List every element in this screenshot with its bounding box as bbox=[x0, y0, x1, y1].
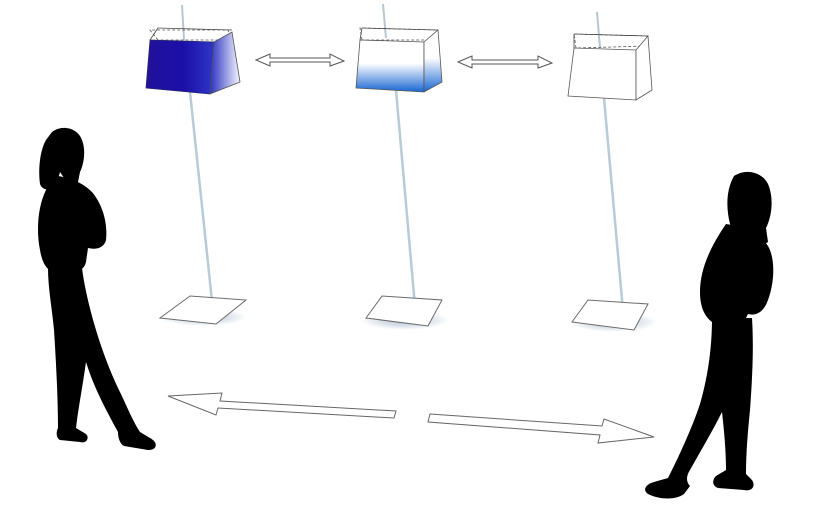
lamp-2 bbox=[355, 3, 449, 330]
lamp-2-base bbox=[365, 295, 443, 327]
lamp-3-pole bbox=[602, 97, 626, 323]
lamp-2-shade bbox=[355, 27, 443, 93]
right-arrow-icon bbox=[427, 413, 655, 444]
lamp-3-top-rod bbox=[596, 11, 601, 49]
lamp-2-pole bbox=[394, 89, 418, 319]
lamp-3-base bbox=[571, 299, 649, 331]
lamp-3 bbox=[567, 11, 657, 332]
lamp-1 bbox=[145, 4, 248, 326]
double-arrow-icon bbox=[254, 53, 346, 67]
lamp-1-pole bbox=[188, 91, 216, 321]
left-arrow-icon bbox=[167, 392, 397, 419]
lamp-3-shade bbox=[567, 33, 653, 101]
woman-silhouette-right bbox=[645, 171, 774, 499]
lamp-2-top-rod bbox=[382, 3, 387, 39]
woman-silhouette-left bbox=[38, 127, 156, 450]
lamp-1-base bbox=[158, 295, 248, 325]
double-arrow-icon bbox=[456, 55, 554, 69]
lamp-1-shade bbox=[145, 27, 241, 95]
lamp-1-top-rod bbox=[181, 4, 185, 41]
